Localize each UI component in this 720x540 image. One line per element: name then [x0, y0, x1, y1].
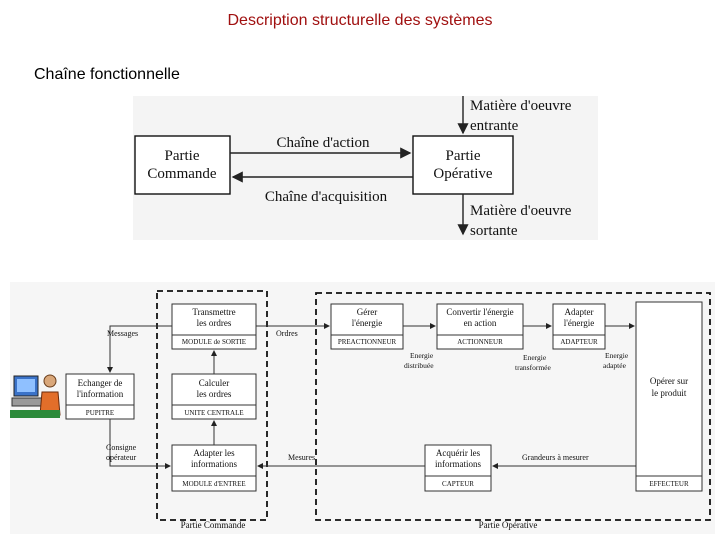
energie-distribuee-label-line2: distribuée	[404, 361, 434, 370]
svg-text:PREACTIONNEUR: PREACTIONNEUR	[338, 338, 397, 346]
page-subtitle: Chaîne fonctionnelle	[34, 66, 180, 83]
ordres-label: Ordres	[276, 329, 298, 338]
partie-operative-line2: Opérative	[433, 166, 492, 182]
svg-text:les ordres: les ordres	[197, 389, 232, 399]
top-diagram-background	[133, 96, 598, 240]
svg-text:Transmettre: Transmettre	[192, 307, 235, 317]
svg-text:Opérer sur: Opérer sur	[650, 376, 688, 386]
partie-operative-box	[412, 135, 514, 195]
echanger-box: Echanger de l'information PUPITRE	[65, 373, 135, 420]
svg-text:Adapter: Adapter	[565, 307, 594, 317]
energie-adaptee-label-line1: Energie	[605, 351, 629, 360]
convertir-energie-box: Convertir l'énergie en action ACTIONNEUR	[436, 303, 524, 350]
consigne-label-line1: Consigne	[106, 443, 137, 452]
operer-produit-box: Opérer sur le produit EFFECTEUR	[635, 301, 703, 492]
messages-arrow	[107, 325, 172, 373]
matiere-sortante-line2: sortante	[470, 223, 518, 239]
svg-text:CAPTEUR: CAPTEUR	[442, 480, 474, 488]
gerer-energie-box: Gérer l'énergie PREACTIONNEUR	[330, 303, 404, 350]
svg-text:l'information: l'information	[77, 389, 124, 399]
consigne-label-line2: opérateur	[106, 453, 137, 462]
svg-text:en action: en action	[464, 318, 497, 328]
partie-operative-label: Partie Opérative	[479, 520, 538, 530]
acquerir-informations-box: Acquérir les informations CAPTEUR	[424, 444, 492, 492]
partie-commande-enclosure	[156, 290, 268, 521]
svg-text:l'énergie: l'énergie	[352, 318, 382, 328]
svg-text:UNITE CENTRALE: UNITE CENTRALE	[184, 409, 243, 417]
adapter-energie-box: Adapter l'énergie ADAPTEUR	[552, 303, 606, 350]
matiere-sortante-line1: Matière d'oeuvre	[470, 203, 572, 219]
page-title: Description structurelle des systèmes	[227, 12, 493, 29]
svg-text:Echanger de: Echanger de	[78, 378, 123, 388]
energie-transformee-label-line1: Energie	[523, 353, 547, 362]
chaine-action-label: Chaîne d'action	[276, 135, 370, 151]
svg-text:PUPITRE: PUPITRE	[86, 409, 114, 417]
matiere-entrante-line1: Matière d'oeuvre	[470, 98, 572, 114]
svg-text:Adapter les: Adapter les	[193, 448, 235, 458]
svg-text:l'énergie: l'énergie	[564, 318, 594, 328]
svg-text:les ordres: les ordres	[197, 318, 232, 328]
svg-text:informations: informations	[191, 459, 237, 469]
adapter-informations-box: Adapter les informations MODULE d'ENTREE	[171, 444, 257, 492]
svg-text:ACTIONNEUR: ACTIONNEUR	[457, 338, 503, 346]
energie-adaptee-label-line2: adaptée	[603, 361, 627, 370]
calculer-box: Calculer les ordres UNITE CENTRALE	[171, 373, 257, 420]
svg-text:Convertir l'énergie: Convertir l'énergie	[446, 307, 513, 317]
mesures-label: Mesures	[288, 453, 315, 462]
grandeurs-label: Grandeurs à mesurer	[522, 453, 589, 462]
chaine-acquisition-label: Chaîne d'acquisition	[265, 189, 388, 205]
svg-text:Gérer: Gérer	[357, 307, 377, 317]
svg-text:EFFECTEUR: EFFECTEUR	[649, 480, 689, 488]
partie-commande-line1: Partie	[165, 148, 200, 164]
partie-commande-label: Partie Commande	[181, 520, 246, 530]
svg-text:Acquérir les: Acquérir les	[436, 448, 481, 458]
svg-text:ADAPTEUR: ADAPTEUR	[560, 338, 598, 346]
operator-computer-icon	[10, 374, 61, 418]
messages-label: Messages	[107, 329, 138, 338]
svg-text:informations: informations	[435, 459, 481, 469]
energie-distribuee-label-line1: Energie	[410, 351, 434, 360]
partie-commande-box	[134, 135, 231, 195]
matiere-entrante-line2: entrante	[470, 118, 519, 134]
energie-transformee-label-line2: transformée	[515, 363, 551, 372]
partie-operative-enclosure	[315, 292, 711, 521]
svg-text:Calculer: Calculer	[199, 378, 230, 388]
consigne-arrow	[109, 419, 171, 469]
svg-text:MODULE de SORTIE: MODULE de SORTIE	[182, 338, 246, 346]
svg-text:MODULE d'ENTREE: MODULE d'ENTREE	[182, 480, 245, 488]
transmettre-box: Transmettre les ordres MODULE de SORTIE	[171, 303, 257, 350]
bottom-diagram-background	[10, 282, 715, 534]
partie-commande-line2: Commande	[147, 166, 216, 182]
partie-operative-line1: Partie	[446, 148, 481, 164]
svg-text:le produit: le produit	[652, 388, 687, 398]
